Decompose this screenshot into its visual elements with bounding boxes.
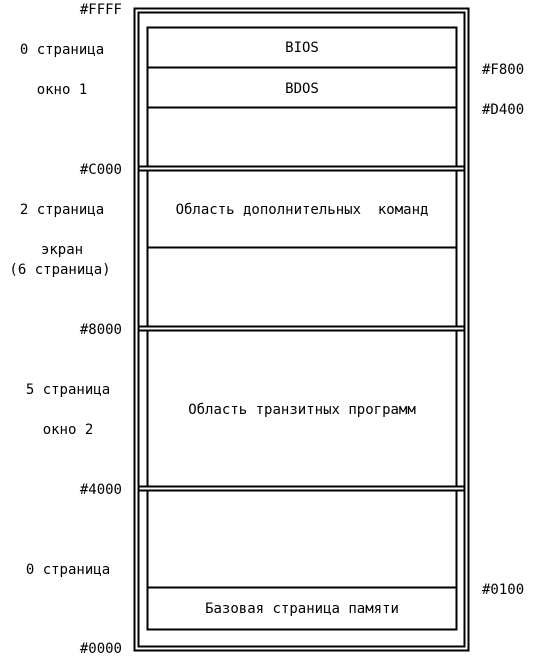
addr-d400: #D400: [482, 102, 525, 118]
label-page5: 5 страница: [25, 382, 111, 398]
addr-ffff: #FFFF: [79, 2, 122, 18]
segment-bdos: BDOS: [285, 81, 319, 97]
segment-transient: Область транзитных программ: [188, 402, 416, 418]
label-page2: 2 страница: [19, 202, 105, 218]
segment-base-page: Базовая страница памяти: [205, 601, 399, 617]
label-window1: окно 1: [36, 82, 88, 98]
addr-c000: #C000: [79, 162, 122, 178]
segment-bios: BIOS: [285, 40, 319, 56]
segment-boxes: [146, 26, 458, 631]
addr-4000: #4000: [79, 482, 122, 498]
outer-frame: [133, 7, 470, 652]
addr-f800: #F800: [482, 62, 525, 78]
label-window2: окно 2: [42, 422, 94, 438]
addr-0000: #0000: [79, 641, 122, 657]
addr-8000: #8000: [79, 322, 122, 338]
label-page0-bottom: 0 страница: [25, 562, 111, 578]
label-page0-top: 0 страница: [19, 42, 105, 58]
segment-extra-commands: Область дополнительных команд: [175, 202, 429, 218]
addr-0100: #0100: [482, 582, 525, 598]
label-screen: экран: [40, 242, 84, 258]
label-page6: (6 страница): [9, 262, 111, 278]
